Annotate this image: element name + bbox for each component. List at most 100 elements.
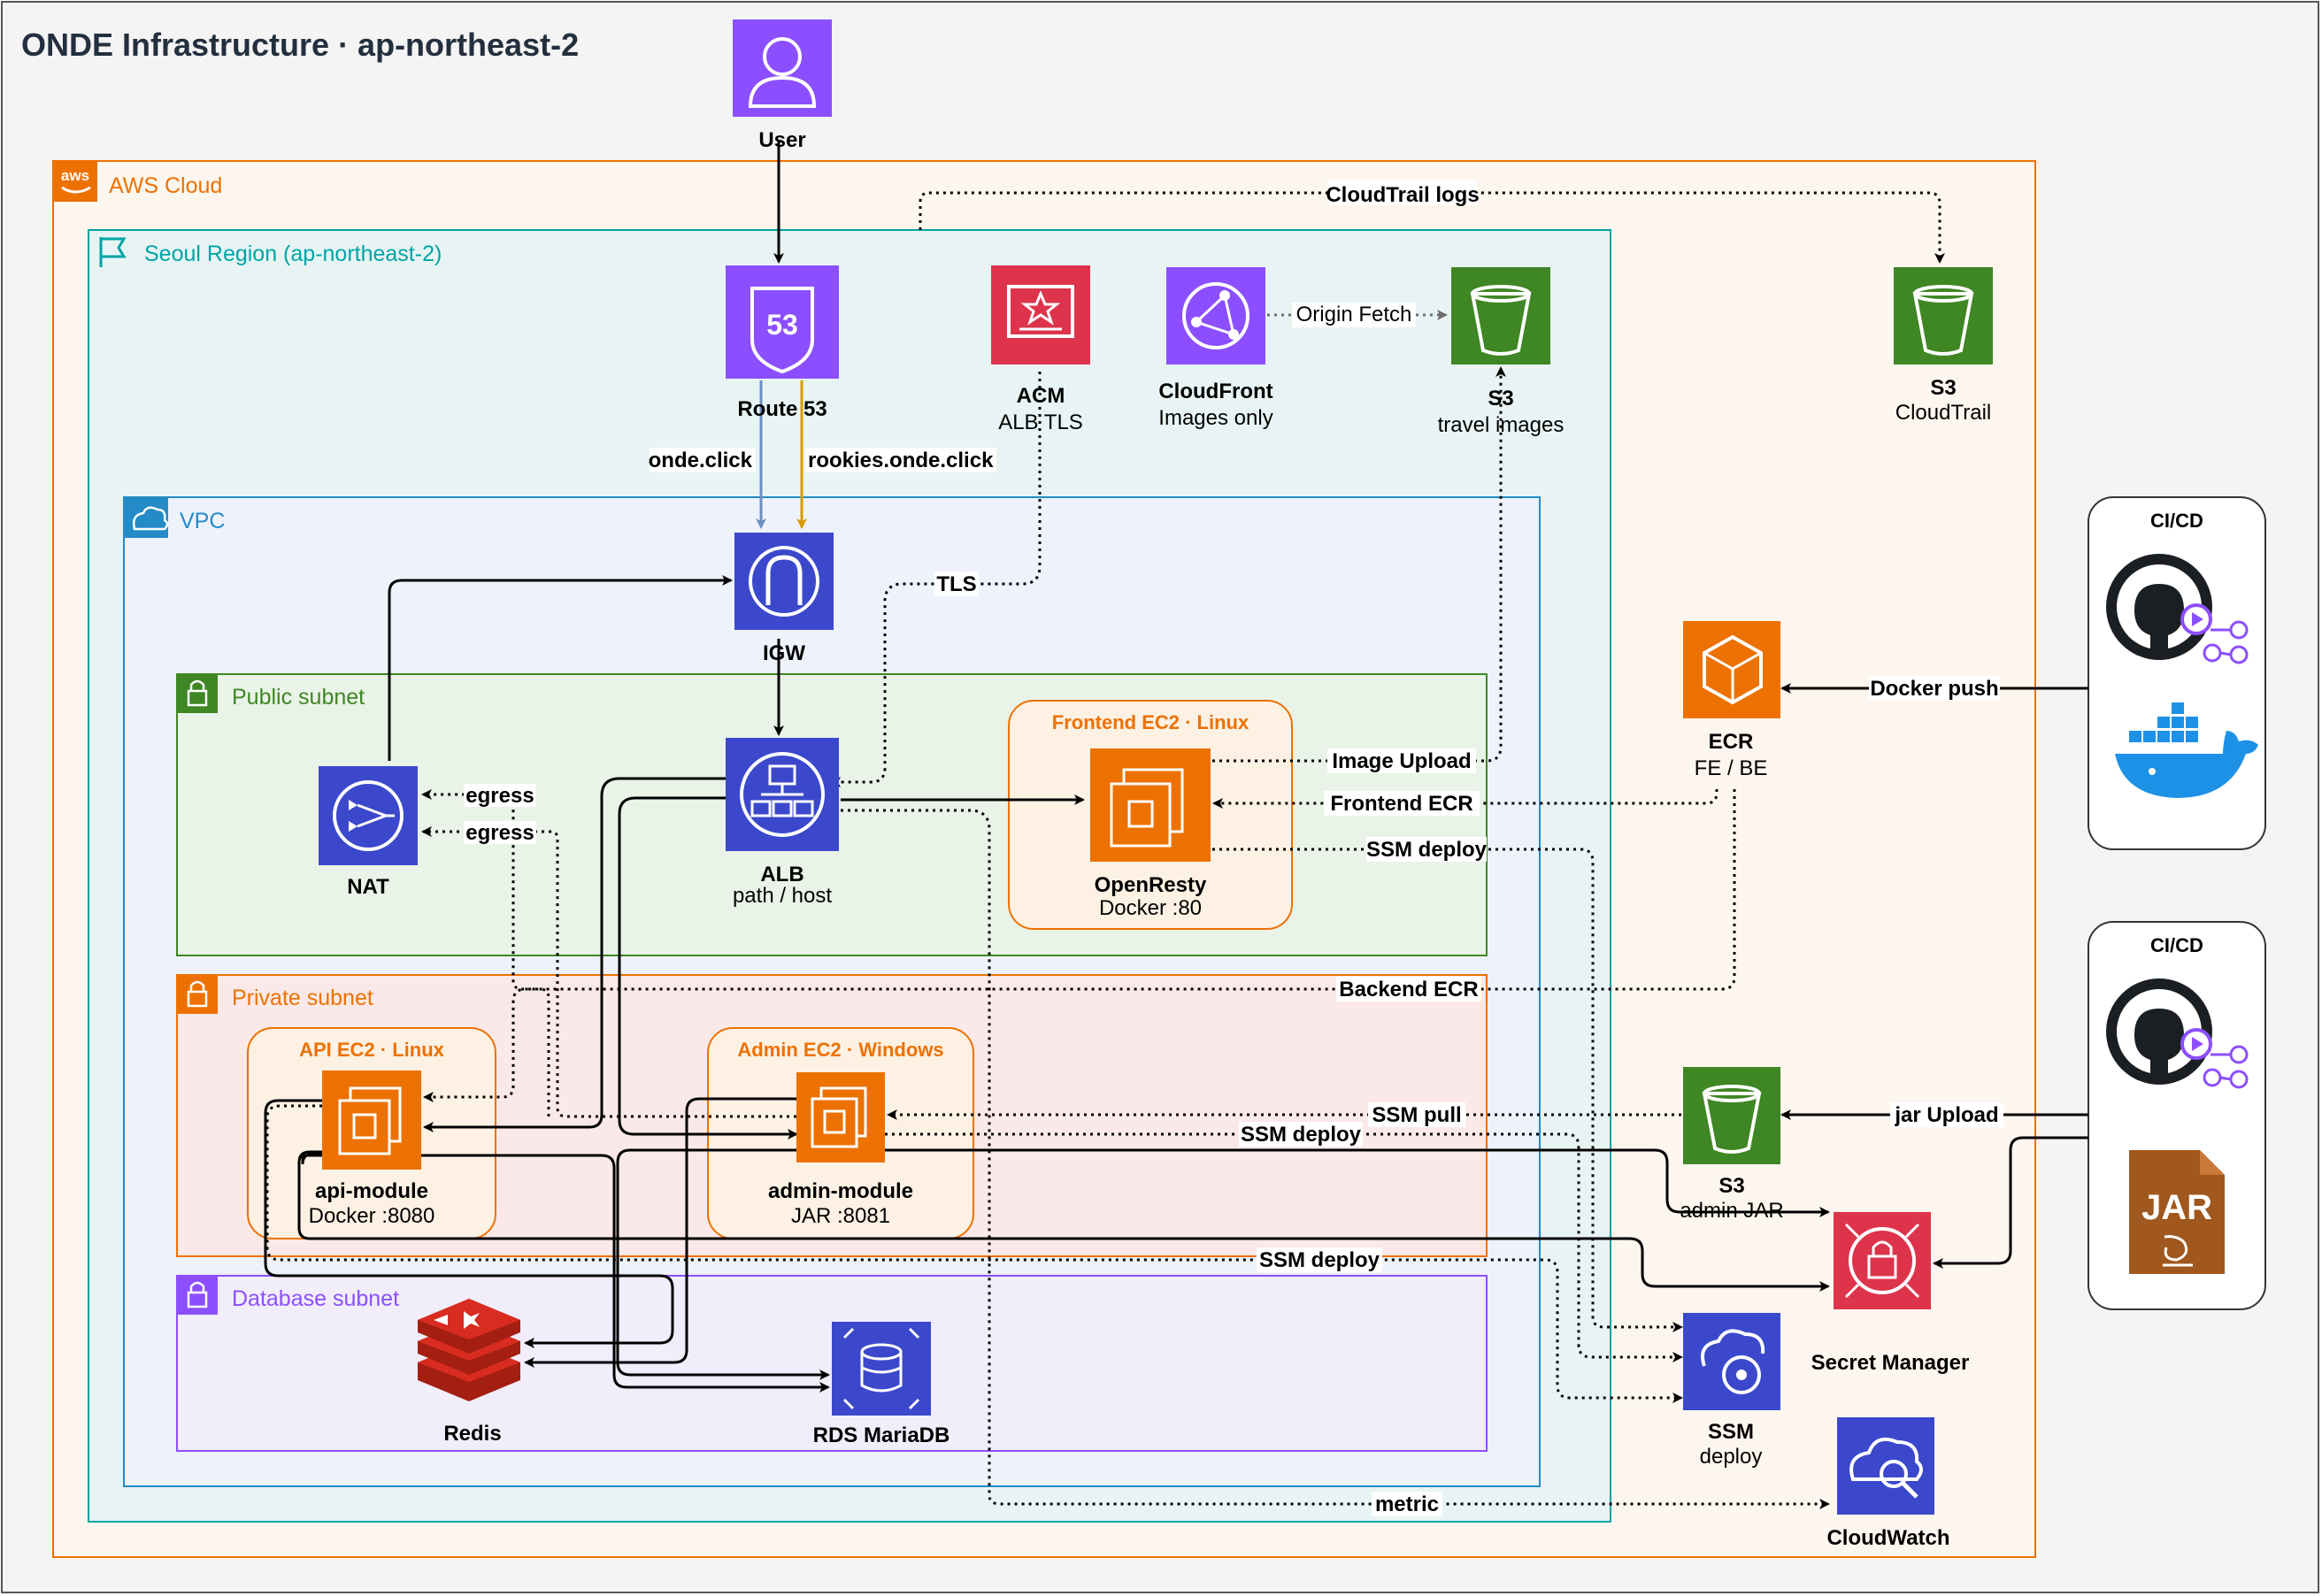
svg-text:onde.click: onde.click	[649, 449, 753, 472]
edge-alb-api	[423, 777, 729, 1132]
route53-icon	[726, 265, 839, 379]
openresty-sublabel: Docker :80	[1099, 896, 1202, 920]
ssm-label: SSM	[1708, 1420, 1754, 1444]
edge-api-secret	[297, 1150, 1830, 1292]
s3-travel-sublabel: travel images	[1438, 413, 1565, 437]
s3-admin-node[interactable]: S3 admin JAR	[1680, 1067, 1784, 1223]
svg-text:Database subnet: Database subnet	[232, 1286, 399, 1311]
api-module-node[interactable]: api-module Docker :8080	[309, 1070, 435, 1228]
lock-icon	[177, 674, 218, 713]
svg-text:API EC2 · Linux: API EC2 · Linux	[299, 1039, 445, 1061]
s3-bucket-icon	[1894, 267, 1993, 364]
edge-tls: TLS	[830, 372, 1042, 787]
api-module-sublabel: Docker :8080	[309, 1204, 435, 1228]
svg-text:JAR: JAR	[2141, 1188, 2212, 1227]
svg-text:CI/CD: CI/CD	[2150, 934, 2203, 956]
edge-jar-secret	[1933, 1136, 2088, 1269]
s3-cloudtrail-node[interactable]: S3 CloudTrail	[1894, 267, 1993, 425]
edge-ssm-deploy-admin: SSM deploy	[885, 1122, 1683, 1362]
ssm-sublabel: deploy	[1700, 1445, 1763, 1469]
nat-node[interactable]: NAT	[319, 766, 418, 899]
edge-api-rds	[301, 1152, 830, 1393]
edge-alb-admin	[618, 796, 798, 1139]
redis-node[interactable]: Redis	[418, 1299, 520, 1446]
svg-text:TLS: TLS	[936, 572, 976, 596]
redis-label: Redis	[443, 1422, 501, 1446]
svg-text:53: 53	[766, 309, 798, 341]
rds-label: RDS MariaDB	[813, 1423, 950, 1447]
s3-admin-sublabel: admin JAR	[1680, 1199, 1783, 1223]
svg-text:Seoul Region (ap-northeast-2): Seoul Region (ap-northeast-2)	[144, 242, 442, 266]
svg-text:Docker push: Docker push	[1870, 677, 1998, 701]
edge-admin-rds	[616, 1148, 830, 1380]
edge-ssm-deploy-api: SSM deploy	[265, 1104, 1683, 1403]
openresty-node[interactable]: OpenResty Docker :80	[1090, 748, 1211, 920]
aws-logo-icon	[53, 161, 97, 202]
edge-ssm-pull: SSM pull	[887, 1102, 1681, 1127]
alb-sublabel: path / host	[733, 884, 832, 908]
admin-module-node[interactable]: admin-module JAR :8081	[768, 1072, 913, 1228]
svg-text:Public subnet: Public subnet	[232, 685, 365, 710]
edge-onde-click: onde.click	[649, 380, 766, 529]
docker-icon	[2115, 702, 2258, 798]
edge-origin-fetch: Origin Fetch	[1267, 303, 1448, 327]
edge-ssm-deploy-frontend: SSM deploy	[1212, 837, 1683, 1332]
cloudwatch-node[interactable]: CloudWatch	[1826, 1417, 1950, 1550]
edge-frontend-ecr: Frontend ECR	[1212, 789, 1718, 816]
secret-manager-node[interactable]: Secret Manager	[1811, 1212, 1970, 1375]
s3-travel-label: S3	[1488, 387, 1513, 411]
edge-egress-2: egress	[421, 821, 796, 1118]
acm-label: ACM	[1017, 384, 1065, 408]
svg-text:CI/CD: CI/CD	[2150, 510, 2203, 532]
svg-text:SSM deploy: SSM deploy	[1241, 1123, 1362, 1147]
cloudfront-node[interactable]: CloudFront Images only	[1158, 267, 1273, 430]
edge-api-redis	[264, 1099, 674, 1348]
openresty-label: OpenResty	[1095, 873, 1207, 897]
s3-bucket-icon	[1451, 267, 1550, 364]
edge-admin-redis	[524, 1097, 796, 1368]
rds-node[interactable]: RDS MariaDB	[813, 1322, 950, 1447]
svg-text:jar Upload: jar Upload	[1894, 1103, 1998, 1127]
route53-node[interactable]: 53 Route 53	[726, 265, 839, 421]
edge-jar-upload: jar Upload	[1780, 1102, 2088, 1127]
igw-label: IGW	[763, 641, 805, 665]
svg-text:SSM deploy: SSM deploy	[1366, 838, 1488, 862]
svg-text:rookies.onde.click: rookies.onde.click	[808, 449, 994, 472]
page-title: ONDE Infrastructure · ap-northeast-2	[21, 27, 579, 63]
svg-text:Image Upload: Image Upload	[1332, 749, 1471, 773]
jar-file-icon: JAR	[2129, 1150, 2225, 1274]
rds-database-icon	[832, 1322, 931, 1416]
api-module-label: api-module	[315, 1179, 428, 1203]
route53-label: Route 53	[737, 397, 827, 421]
svg-text:Frontend ECR: Frontend ECR	[1330, 792, 1472, 816]
alb-node[interactable]: ALB path / host	[726, 738, 839, 908]
acm-node[interactable]: ACM ALB TLS	[991, 265, 1090, 434]
user-node[interactable]: User	[733, 19, 832, 152]
svg-text:Origin Fetch: Origin Fetch	[1296, 303, 1412, 326]
github-actions-bottom[interactable]	[2106, 978, 2249, 1089]
redis-icon	[418, 1299, 520, 1401]
acm-sublabel: ALB TLS	[998, 411, 1083, 434]
secret-manager-label: Secret Manager	[1811, 1351, 1970, 1375]
svg-text:aws: aws	[61, 167, 89, 184]
ecr-sublabel: FE / BE	[1695, 756, 1768, 780]
s3-travel-node[interactable]: S3 travel images	[1438, 267, 1565, 437]
ecr-node[interactable]: ECR FE / BE	[1683, 621, 1780, 780]
lock-icon	[177, 975, 218, 1014]
github-actions-top[interactable]	[2106, 554, 2249, 664]
edge-nat-igw	[388, 575, 733, 761]
svg-text:SSM deploy: SSM deploy	[1259, 1248, 1380, 1272]
admin-module-sublabel: JAR :8081	[791, 1204, 890, 1228]
cloudfront-icon	[1166, 267, 1265, 364]
svg-text:Frontend EC2 · Linux: Frontend EC2 · Linux	[1052, 711, 1249, 733]
lock-icon	[177, 1276, 218, 1315]
ssm-node[interactable]: SSM deploy	[1683, 1313, 1780, 1469]
ecr-label: ECR	[1709, 730, 1754, 754]
flag-icon	[99, 237, 127, 267]
edge-backend-ecr: Backend ECR	[423, 789, 1736, 1102]
cloudfront-sublabel: Images only	[1158, 406, 1272, 430]
s3-cloudtrail-sublabel: CloudTrail	[1895, 401, 1991, 425]
igw-node[interactable]: IGW	[734, 533, 834, 665]
admin-module-label: admin-module	[768, 1179, 913, 1203]
s3-admin-label: S3	[1718, 1174, 1744, 1198]
